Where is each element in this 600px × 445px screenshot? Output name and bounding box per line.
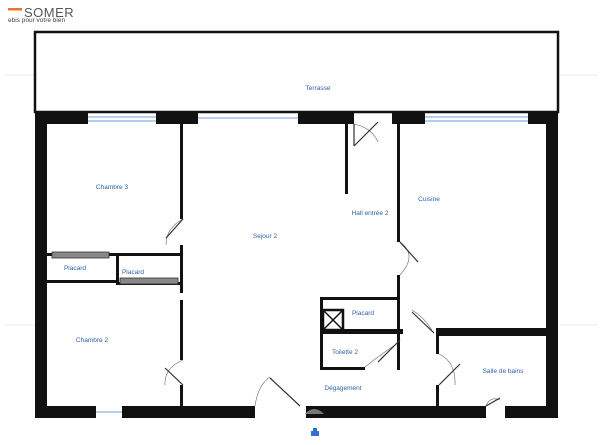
company-logo: SOMER ebis pour votre bien bbox=[8, 5, 74, 24]
entrance-mat bbox=[305, 409, 324, 414]
wall-right bbox=[546, 112, 558, 418]
terrace-outline bbox=[33, 30, 560, 114]
wall-ch3-sejour-mid bbox=[180, 245, 183, 293]
wall-hall-kitchen bbox=[397, 124, 400, 242]
cabinet-box bbox=[321, 308, 345, 332]
grid-ticks bbox=[5, 74, 598, 326]
label-hall: Hall entrée 2 bbox=[352, 210, 389, 217]
wall-hall-left bbox=[345, 124, 348, 194]
wall-top-3 bbox=[298, 112, 354, 124]
label-chambre2: Chambre 2 bbox=[76, 337, 109, 344]
wall-placard-divider bbox=[116, 256, 119, 283]
logo-tagline: ebis pour votre bien bbox=[8, 17, 65, 24]
wall-placard-top bbox=[47, 253, 183, 256]
label-chambre3: Chambre 3 bbox=[96, 184, 129, 191]
label-placard1: Placard bbox=[64, 265, 86, 272]
label-toilette: Toilette 2 bbox=[332, 349, 358, 356]
wall-ch3-sejour-top bbox=[180, 124, 183, 219]
label-sejour: Sejour 2 bbox=[253, 233, 278, 240]
wall-bath-top bbox=[436, 328, 546, 336]
wall-bottom-3 bbox=[306, 406, 486, 418]
entrance-marker bbox=[305, 409, 324, 436]
wall-bottom-2 bbox=[122, 406, 255, 418]
label-cuisine: Cuisine bbox=[418, 196, 440, 203]
wall-placard1-bottom bbox=[47, 280, 119, 283]
shelf-placard1 bbox=[51, 251, 110, 259]
wall-left bbox=[35, 112, 47, 418]
wall-bath-left-bottom bbox=[436, 385, 439, 407]
wall-top-4 bbox=[392, 112, 425, 124]
label-degagement: Dégagement bbox=[324, 385, 361, 392]
wall-placard3-top bbox=[320, 297, 400, 300]
wall-ch2-sejour-bottom bbox=[180, 385, 183, 407]
wall-toilet-right bbox=[397, 334, 400, 370]
logo-accent-bar bbox=[8, 8, 22, 11]
label-placard2: Placard bbox=[122, 269, 144, 276]
label-salle-bains: Salle de bains bbox=[483, 368, 525, 375]
logo-name: SOMER bbox=[24, 5, 74, 20]
door-arcs bbox=[164, 121, 501, 407]
wall-top-2 bbox=[156, 112, 198, 124]
wall-bottom-4 bbox=[505, 406, 558, 418]
shelf-placard2 bbox=[119, 277, 179, 285]
door-arc-hall-top bbox=[353, 123, 379, 143]
wall-bath-left-top bbox=[436, 336, 439, 354]
wall-top-1 bbox=[35, 112, 88, 124]
label-terrasse: Terrasse bbox=[306, 85, 331, 92]
wall-ch2-sejour bbox=[180, 300, 183, 360]
label-placard3: Placard bbox=[352, 310, 374, 317]
wall-toilet-top bbox=[320, 329, 403, 334]
windows bbox=[88, 116, 528, 413]
walls bbox=[35, 112, 558, 418]
room-labels: Terrasse Chambre 3 Chambre 2 Sejour 2 Ha… bbox=[64, 85, 524, 392]
closet-shelves bbox=[51, 251, 179, 285]
wall-bottom-1 bbox=[35, 406, 96, 418]
wall-toilet-bottom bbox=[320, 367, 365, 370]
wall-kitchen-lower bbox=[397, 275, 400, 333]
entrance-arrow-icon bbox=[311, 431, 319, 436]
